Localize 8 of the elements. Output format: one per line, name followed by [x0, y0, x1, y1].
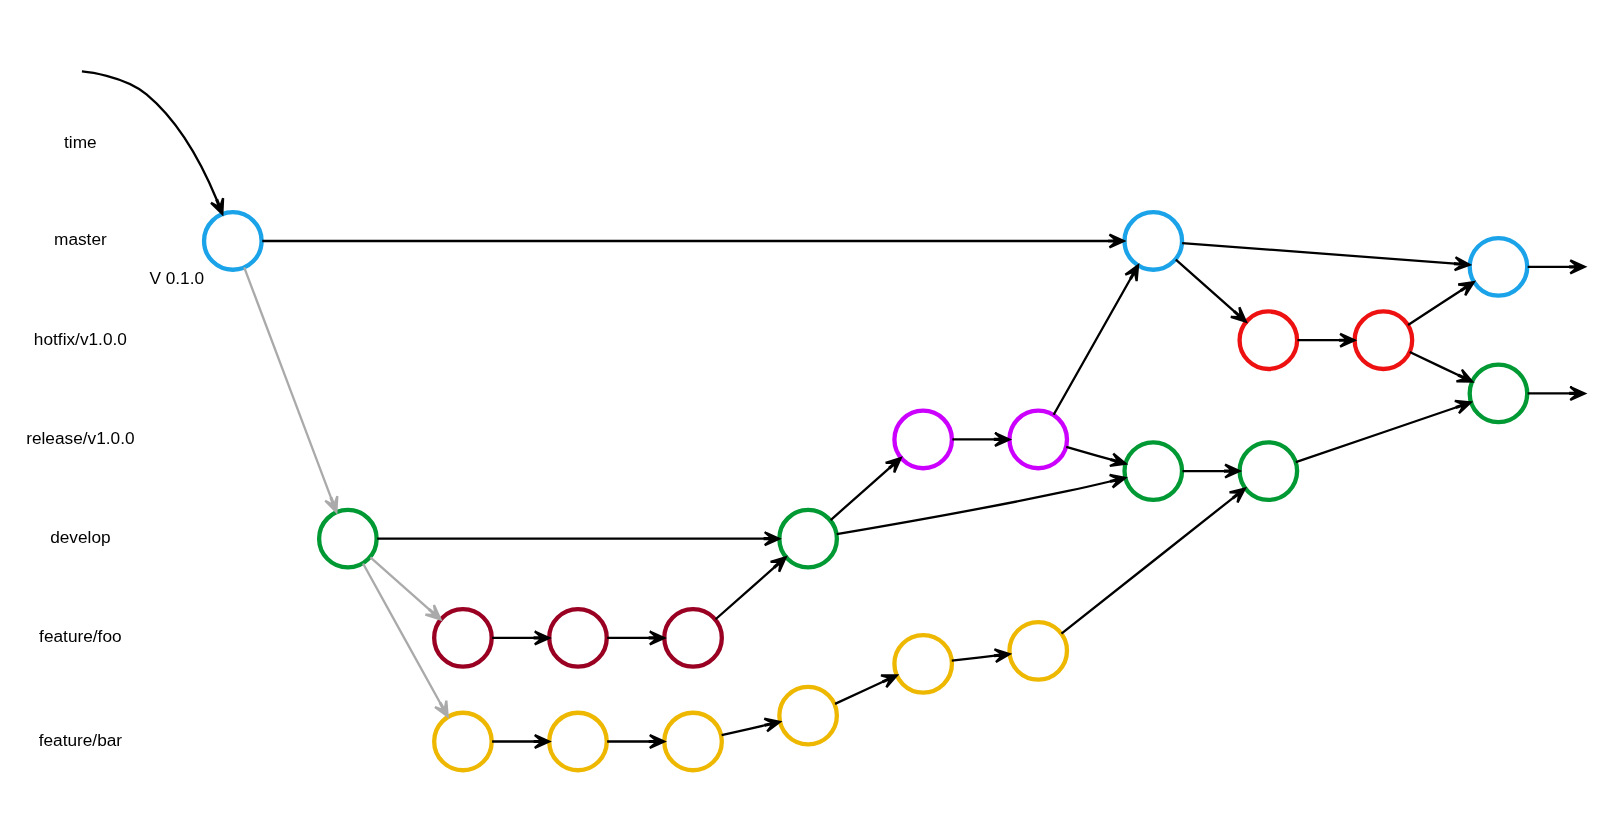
- label: develop: [50, 526, 111, 547]
- label: feature/bar: [38, 729, 123, 750]
- label: time: [64, 131, 97, 152]
- label: master: [54, 228, 107, 249]
- label: hotfix/v1.0.0: [33, 328, 127, 349]
- label: feature/foo: [39, 625, 122, 646]
- label: release/v1.0.0: [26, 427, 135, 448]
- node-label: V 0.1.0: [149, 267, 205, 288]
